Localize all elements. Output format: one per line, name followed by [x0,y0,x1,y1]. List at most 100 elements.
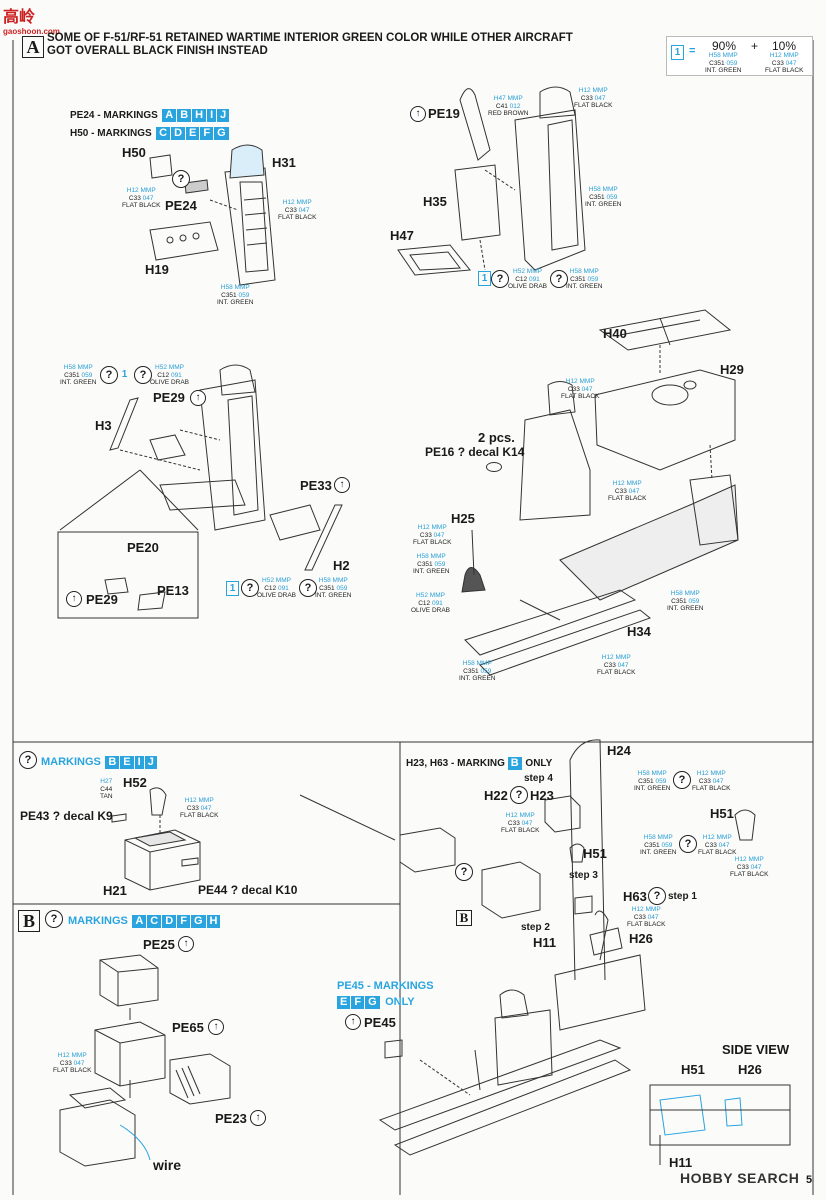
section-b-letter: B [18,910,40,932]
paint-n: 059 [688,597,700,605]
paint-name: INT. GREEN [634,785,671,792]
paint-n: 059 [238,291,250,299]
paint-mmp: MMP [526,268,542,275]
paint-name: INT. GREEN [60,379,97,386]
paint-h27: H27 C44 TAN [100,778,113,801]
paint-name: INT. GREEN [315,592,352,599]
mix-paint-b: H12 MMP C33 047 FLAT BLACK [765,52,803,75]
paint-name: FLAT BLACK [278,214,317,221]
paint-n: 047 [200,804,212,812]
part-pe29: PE29 [153,390,185,405]
question-icon: ? [455,863,473,881]
paint-n: 059 [655,777,667,785]
paint-name: FLAT BLACK [122,202,161,209]
paint-h52-b: H52 MMP C12 091 OLIVE DRAB [150,364,189,387]
paint-mix-box: 1 = 90% + 10% H58 MMP C351 059 INT. GREE… [666,36,813,76]
paint-name: FLAT BLACK [53,1067,92,1074]
paint-code: H52 [262,577,274,584]
mix-ref-number: 1 [226,581,239,596]
part-pe23: PE23 [215,1111,247,1126]
paint-c: C33 [633,913,646,921]
question-icon: ? [45,910,63,928]
paint-code: H58 [588,186,601,193]
paint-c: C33 [59,1059,72,1067]
side-view-title: SIDE VIEW [722,1042,790,1057]
marking-letter: C [147,915,162,928]
paint-mmp: MMP [748,856,764,863]
question-icon: ? [172,170,190,188]
paint-mmp: MMP [507,95,523,102]
paint-mmp: MMP [657,834,673,841]
paint-c: C33 [704,841,717,849]
paint-h58-f: H58 MMP C351 059 INT. GREEN [413,553,449,576]
side-view-h11: H11 [669,1155,693,1170]
paint-mmp: MMP [429,592,445,599]
paint-name: FLAT BLACK [698,849,737,856]
brand-text: HOBBY SEARCH [680,1170,800,1186]
side-view-h26: H26 [738,1062,762,1077]
paint-h12-a: H12 MMP C33 047 FLAT BLACK [122,187,160,210]
paint-n: 059 [81,371,93,379]
paint-mmp: MMP [296,199,312,206]
up-arrow-icon: ↑ [208,1019,224,1035]
paint-code: H12 [57,1052,70,1059]
section-b-marker: B [456,910,472,926]
paint-c: C12 [264,584,277,592]
paint-code: H58 [462,660,475,667]
paint-c: C33 [567,385,580,393]
h23-markings-label: H23, H63 - MARKING [406,758,505,769]
marking-letter: D [171,127,186,140]
part-h2: H2 [333,558,350,573]
marking-letter: A [132,915,147,928]
mix-number: 1 [671,45,684,60]
paint-n: 047 [581,385,593,393]
paint-c: C41 [495,102,508,110]
paint-mmp: MMP [140,187,156,194]
part-step1: step 1 [668,891,697,902]
marking-letter: F [200,127,214,140]
paint-code: H27 [100,778,113,785]
paint-code: H52 [416,592,428,599]
part-h26: H26 [629,931,653,946]
paint-h58-d: H58 MMP C351 059 INT. GREEN [60,364,96,387]
b-markings-label: MARKINGS [68,915,128,927]
paint-mmp: MMP [332,577,348,584]
paint-mmp: MMP [684,590,700,597]
paint-c: C351 [417,560,433,568]
paint-n: 091 [170,371,182,379]
paint-h52-a: H52 MMP C12 091 OLIVE DRAB [508,268,547,291]
marking-letter: J [217,109,230,122]
question-icon: ? [241,579,259,597]
paint-h12-l: H12 MMP C33 047 FLAT BLACK [698,834,736,857]
marking-letter: A [162,109,177,122]
question-icon: ? [491,270,509,288]
paint-c: C33 [284,206,297,214]
paint-code: H52 [513,268,525,275]
paint-h58-a: H58 MMP C351 059 INT. GREEN [217,284,253,307]
up-arrow-icon: ↑ [410,106,426,122]
paint-code: H12 [282,199,295,206]
marking-letter: J [144,756,157,769]
marking-letter: C [156,127,171,140]
paint-name: INT. GREEN [566,283,603,290]
marking-letter: G [214,127,229,140]
mid-markings-label: MARKINGS [41,756,101,768]
up-arrow-icon: ↑ [190,390,206,406]
paint-n: 091 [528,275,540,283]
paint-code: H58 [220,284,233,291]
mix-plus: + [751,39,759,53]
paint-mmp: MMP [168,364,184,371]
paint-h12-b: H12 MMP C33 047 FLAT BLACK [278,199,316,222]
paint-h47: H47 MMP C41 012 RED BROWN [488,95,528,118]
h50-markings-label: H50 - MARKINGS [70,128,152,139]
part-step4: step 4 [524,773,553,784]
up-arrow-icon: ↑ [66,591,82,607]
paint-mmp: MMP [602,186,618,193]
paint-c: C33 [580,94,593,102]
paint-c: C33 [186,804,199,812]
